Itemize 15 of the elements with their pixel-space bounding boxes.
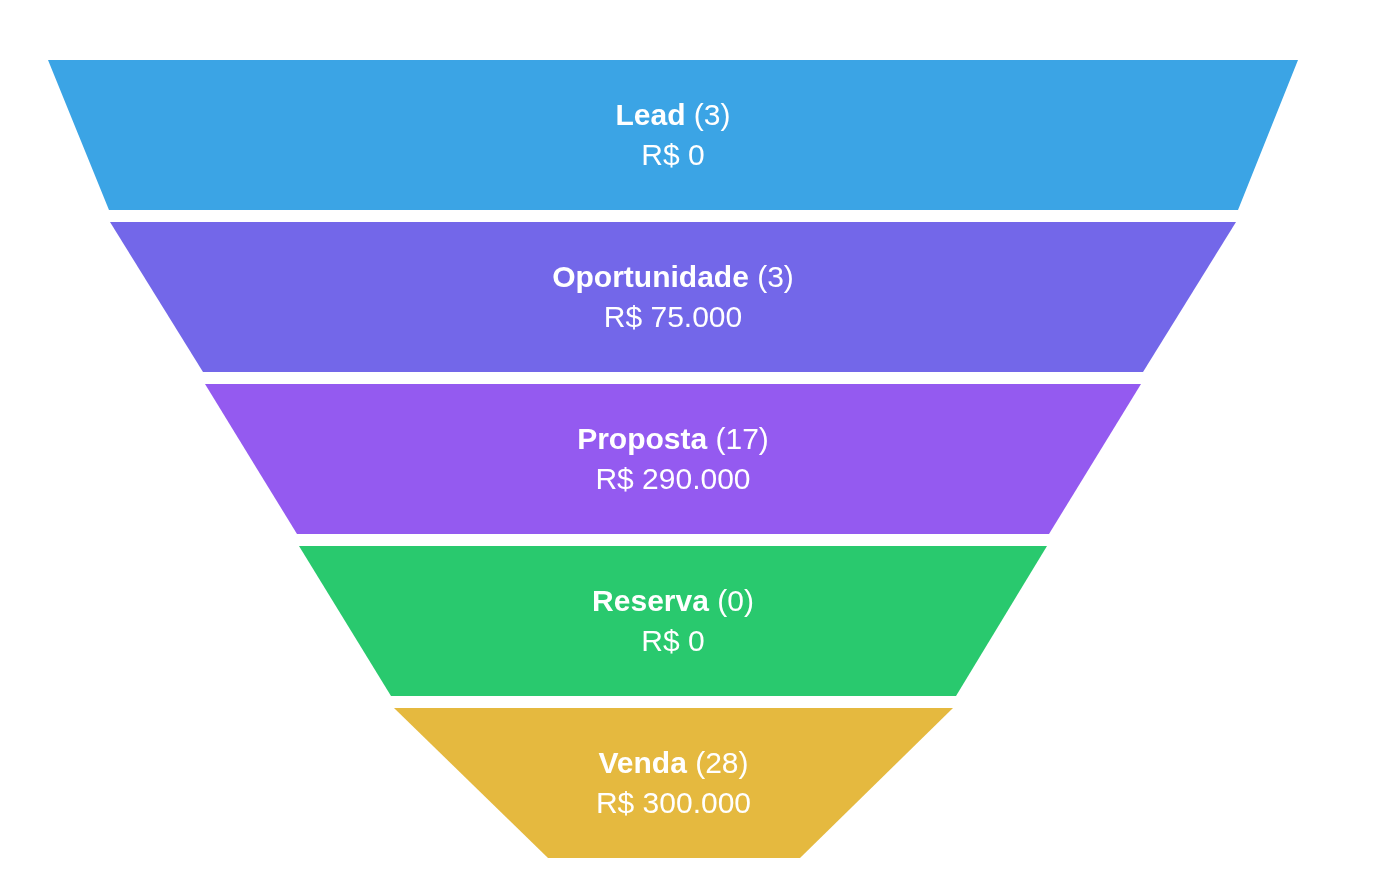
stage-value: R$ 75.000 [603,299,743,335]
funnel-segment [394,708,953,858]
stage-label: Oportunidade (3) [552,259,794,295]
stage-value: R$ 300.000 [595,785,752,821]
stage-label: Proposta (17) [577,421,769,457]
funnel-segment [48,60,1298,210]
funnel-segment [110,222,1236,372]
stage-value: R$ 0 [641,623,705,659]
stage-label: Venda (28) [598,745,749,781]
stage-value: R$ 290.000 [595,461,751,497]
funnel-segment [299,546,1047,696]
stage-value: R$ 0 [641,137,705,173]
funnel-segment [205,384,1141,534]
stage-label: Reserva (0) [592,583,754,619]
stage-label: Lead (3) [615,97,731,133]
